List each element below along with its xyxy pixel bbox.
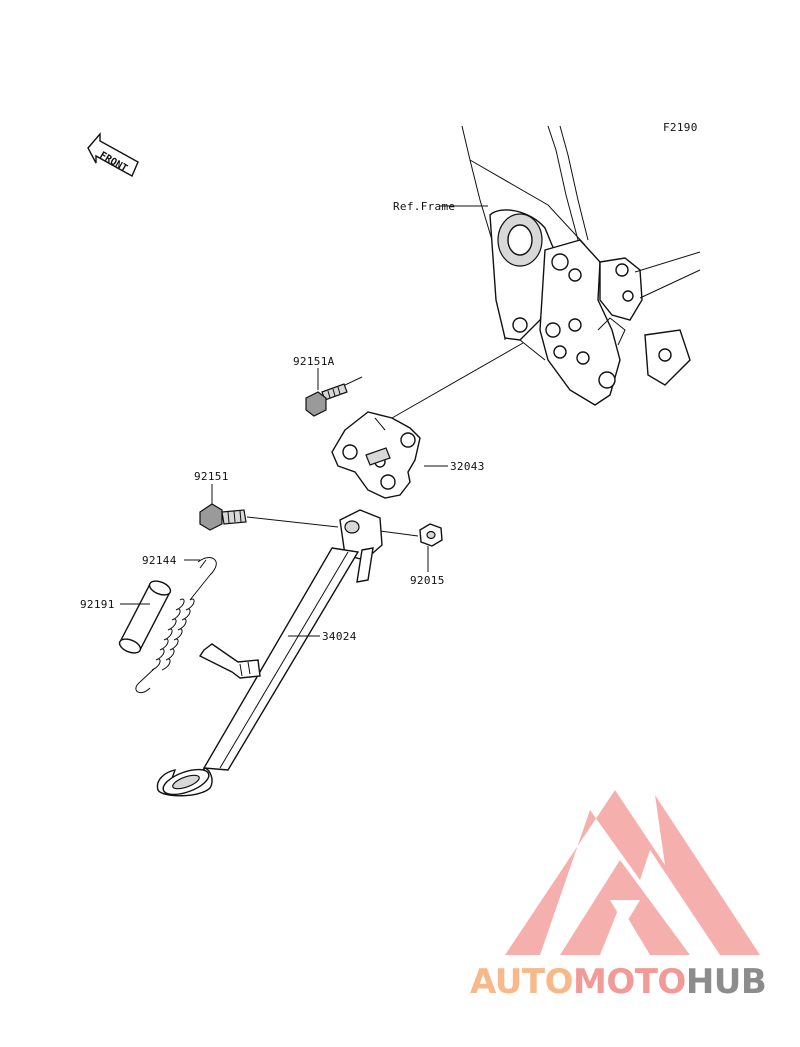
bolt-92151A-illustration bbox=[305, 376, 363, 417]
bracket-32043-illustration bbox=[331, 411, 421, 499]
part-label-34024: 34024 bbox=[322, 630, 357, 643]
ref-frame-label: Ref.Frame bbox=[393, 200, 456, 213]
spring-92144-illustration bbox=[135, 557, 217, 694]
front-arrow-icon: FRONT bbox=[87, 132, 139, 177]
part-label-32043: 32043 bbox=[450, 460, 485, 473]
diagram-code: F2190 bbox=[663, 121, 698, 134]
part-label-92144: 92144 bbox=[142, 554, 177, 567]
stand-pin-illustration bbox=[198, 643, 261, 679]
side-stand-34024-illustration bbox=[156, 509, 383, 797]
brand-watermark: AUTOMOTOHUB bbox=[470, 962, 767, 1002]
brand-auto: AUTO bbox=[470, 962, 573, 1002]
bolt-92151-illustration bbox=[199, 503, 339, 531]
part-label-92191: 92191 bbox=[80, 598, 115, 611]
nut-92015-illustration bbox=[379, 523, 443, 547]
brand-hub: HUB bbox=[685, 962, 767, 1002]
collar-92191-illustration bbox=[118, 580, 172, 654]
automotohub-logo-icon bbox=[505, 790, 760, 955]
brand-moto: MOTO bbox=[572, 962, 686, 1002]
part-label-92015: 92015 bbox=[410, 574, 445, 587]
part-label-92151: 92151 bbox=[194, 470, 229, 483]
part-label-92151A: 92151A bbox=[293, 355, 335, 368]
frame-illustration bbox=[461, 125, 701, 406]
